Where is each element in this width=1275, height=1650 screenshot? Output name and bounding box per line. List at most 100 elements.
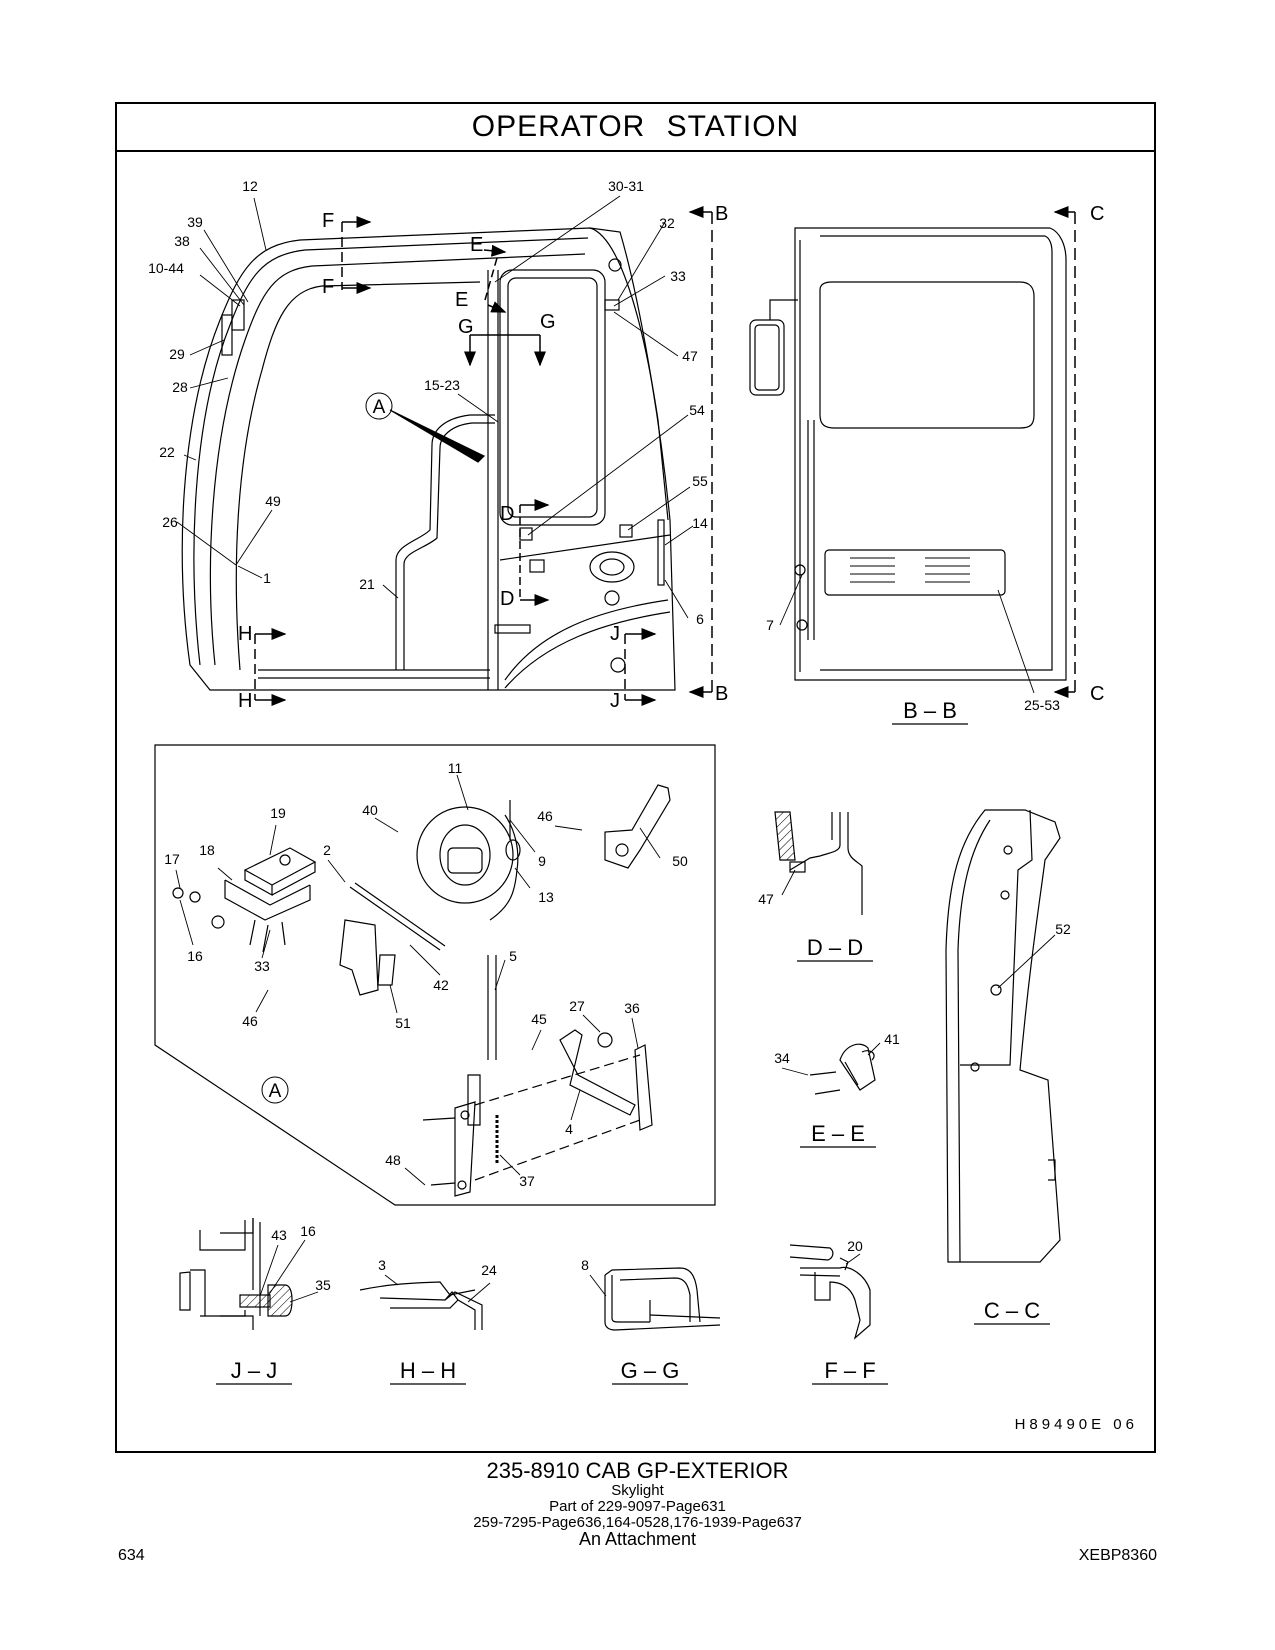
section-c-top: C (1090, 203, 1104, 225)
callout: 17 (164, 851, 180, 867)
callout: 52 (1055, 921, 1071, 937)
callout: 46 (242, 1013, 258, 1029)
section-d-top: D (500, 503, 514, 525)
document-code: XEBP8360 (1078, 1547, 1157, 1564)
callout: 24 (481, 1262, 497, 1278)
callout: 29 (169, 346, 185, 362)
caption-main: 235-8910 CAB GP-EXTERIOR (486, 1458, 789, 1483)
view-hh-title: H – H (400, 1358, 456, 1383)
detail-a-marker-detail: A (269, 1081, 282, 1102)
view-titles: B – B C – C D – D E – E J – J H – H G – … (231, 698, 1040, 1383)
view-jj-title: J – J (231, 1358, 277, 1383)
caption-line-4: An Attachment (578, 1529, 697, 1549)
callout: 20 (847, 1238, 863, 1254)
section-letters: F F E E G G D D H H J J B B C C (238, 203, 1104, 712)
callout: 27 (569, 998, 585, 1014)
callout: 6 (696, 611, 704, 627)
section-g-left: G (458, 316, 474, 338)
view-jj-drawing (179, 1218, 293, 1330)
callout: 36 (624, 1000, 640, 1016)
callout: 7 (766, 617, 774, 633)
callout: 45 (531, 1011, 547, 1027)
section-e-bottom: E (455, 289, 468, 311)
view-bb-title: B – B (903, 698, 957, 723)
cab-side-view (181, 227, 676, 691)
callout: 14 (692, 515, 708, 531)
callout: 18 (199, 842, 215, 858)
callout: 21 (359, 576, 375, 592)
callout: 2 (323, 842, 331, 858)
section-h-top: H (238, 623, 252, 645)
page-title: OPERATOR STATION (471, 110, 800, 143)
section-e-top: E (470, 234, 483, 256)
callout: 22 (159, 444, 175, 460)
view-gg-title: G – G (621, 1358, 680, 1383)
callout: 47 (758, 891, 774, 907)
leader-lines (175, 195, 1056, 1303)
callout: 11 (448, 760, 463, 776)
callout: 48 (385, 1152, 401, 1168)
callout: 35 (315, 1277, 331, 1293)
callout: 12 (242, 178, 258, 194)
callout: 1 (263, 570, 271, 586)
callout: 4 (565, 1121, 573, 1137)
callout: 34 (774, 1050, 790, 1066)
callout: 55 (692, 473, 708, 489)
callout: 33 (670, 268, 686, 284)
view-cc-drawing (945, 809, 1061, 1263)
view-ff-drawing (789, 1244, 871, 1340)
detail-a-drawing (154, 744, 716, 1206)
callout: 8 (581, 1257, 589, 1273)
caption-line-2: Part of 229-9097-Page631 (549, 1498, 726, 1515)
callout: 19 (270, 805, 286, 821)
callout: 15-23 (424, 377, 460, 393)
callout: 3 (378, 1257, 386, 1273)
callout: 5 (509, 948, 517, 964)
view-dd-title: D – D (807, 935, 863, 960)
caption-line-1: Skylight (611, 1482, 664, 1499)
callout: 16 (300, 1223, 316, 1239)
callout: 40 (362, 802, 378, 818)
view-ff-title: F – F (824, 1358, 875, 1383)
callout: 26 (162, 514, 178, 530)
view-cc-title: C – C (984, 1298, 1040, 1323)
callout: 10-44 (148, 260, 184, 276)
callout: 39 (187, 214, 203, 230)
view-bb-drawing (749, 227, 1067, 681)
callout: 13 (538, 889, 554, 905)
callout: 9 (538, 853, 546, 869)
callout: 43 (271, 1227, 287, 1243)
section-b-bottom: B (715, 683, 728, 705)
section-d-bottom: D (500, 588, 514, 610)
view-title-underlines (216, 723, 1050, 1385)
section-c-bottom: C (1090, 683, 1104, 705)
page-number: 634 (118, 1547, 145, 1564)
section-g-right: G (540, 311, 556, 333)
section-f-top: F (322, 210, 334, 232)
section-h-bottom: H (238, 690, 252, 712)
callout: 32 (659, 215, 675, 231)
callout: 46 (537, 808, 553, 824)
callout: 38 (174, 233, 190, 249)
section-f-bottom: F (322, 276, 334, 298)
view-dd-drawing (774, 811, 863, 915)
title-bar: OPERATOR STATION (117, 104, 1154, 152)
callout: 30-31 (608, 178, 644, 194)
callout-labels: 12 39 38 10-44 29 28 22 26 49 1 21 15-23… (148, 178, 1071, 1293)
detail-a-markers: A A (261, 392, 393, 1104)
view-gg-drawing (604, 1267, 721, 1331)
callout: 37 (519, 1173, 535, 1189)
callout: 49 (265, 493, 281, 509)
callout: 25-53 (1024, 697, 1060, 713)
diagram-frame: OPERATOR STATION H89490E 06 (115, 102, 1156, 1453)
section-cut-lines (254, 206, 1076, 706)
section-j-top: J (610, 623, 620, 645)
section-j-bottom: J (610, 690, 620, 712)
view-hh-drawing (359, 1281, 483, 1330)
section-b-top: B (715, 203, 728, 225)
caption-line-3: 259-7295-Page636,164-0528,176-1939-Page6… (473, 1514, 802, 1531)
view-ee-title: E – E (811, 1121, 865, 1146)
callout: 51 (395, 1015, 411, 1031)
callout: 54 (689, 402, 705, 418)
